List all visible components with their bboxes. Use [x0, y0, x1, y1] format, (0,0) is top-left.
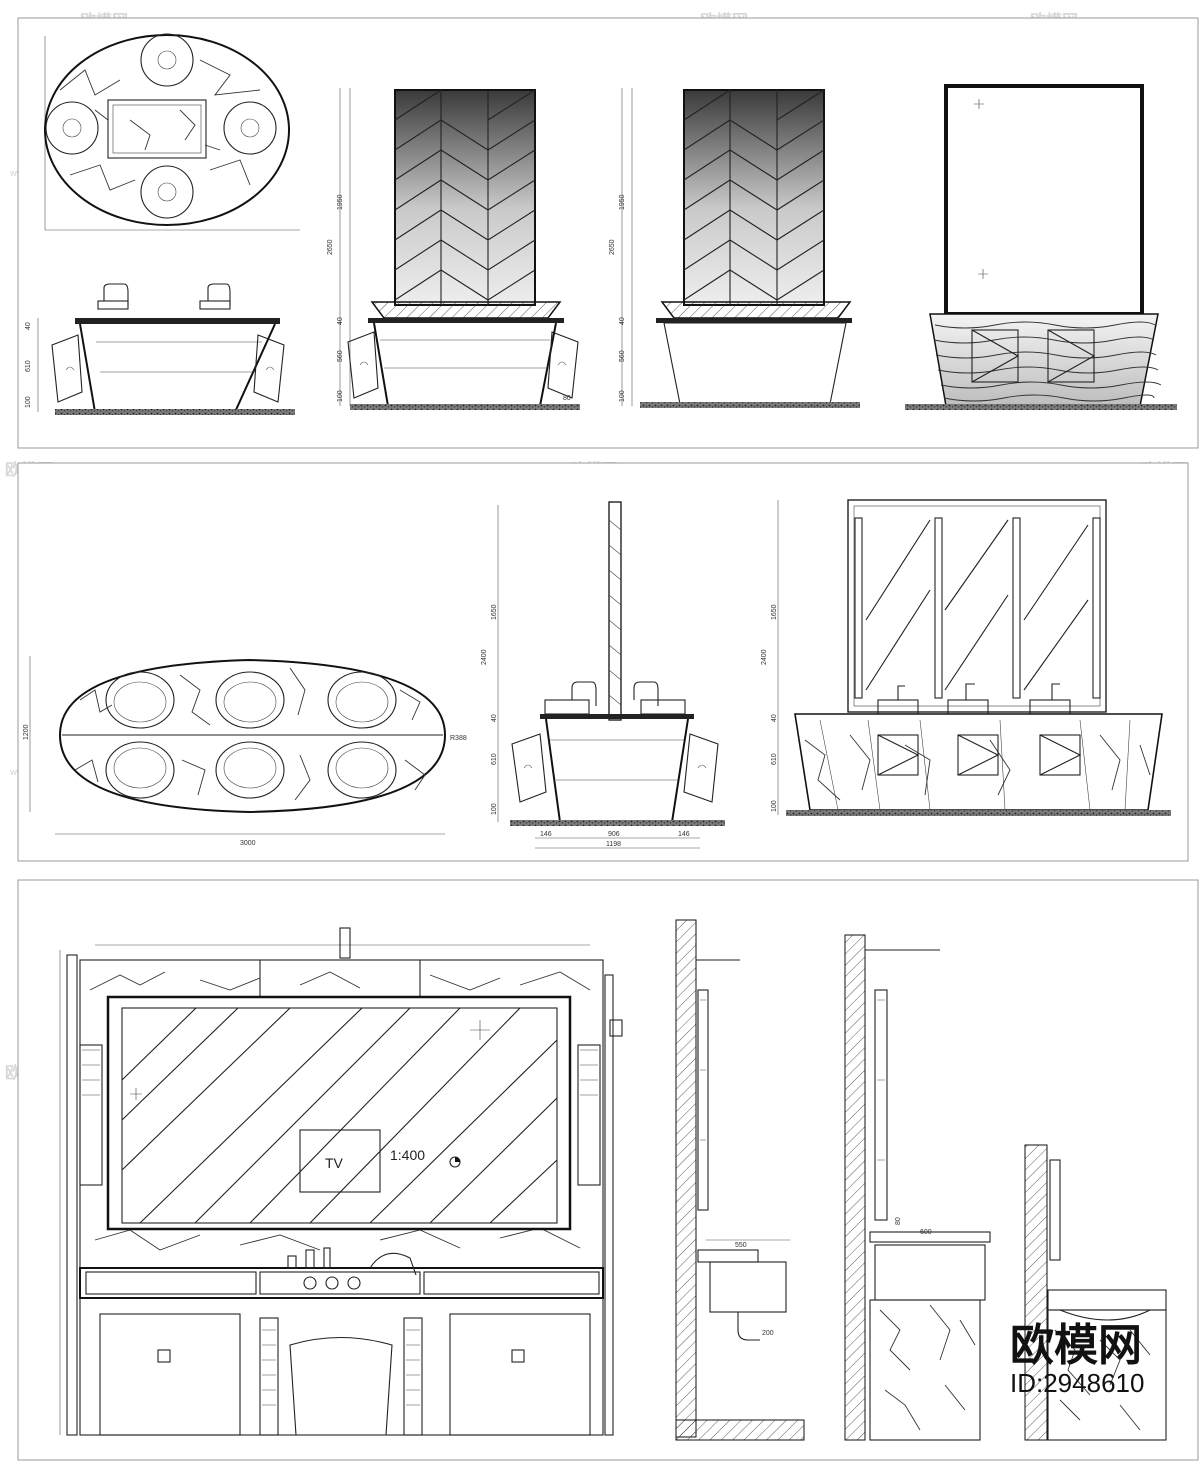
dim-label: 1950: [619, 194, 626, 210]
dim-label: 200: [762, 1330, 774, 1337]
dim-label: 610: [771, 753, 778, 765]
dim-label: 100: [771, 800, 778, 812]
dim-label: 1650: [771, 604, 778, 620]
dim-label: 40: [491, 714, 498, 722]
dim-label: 600: [920, 1229, 932, 1236]
dim-label: 560: [619, 350, 626, 362]
dim-label: 80: [895, 1217, 902, 1225]
dim-label: 1950: [337, 194, 344, 210]
dim-label: 100: [491, 803, 498, 815]
dim-label: 560: [337, 350, 344, 362]
dim-label: 2650: [327, 239, 334, 255]
brand-logo: 欧模网 ID:2948610: [1010, 1320, 1144, 1398]
dim-label: 100: [25, 396, 32, 408]
dim-label: 2650: [609, 239, 616, 255]
dim-label: 1200: [23, 724, 30, 740]
vanity-side-elevation: 1650 2400 40 610 100 146 906 146 1198: [481, 501, 725, 849]
dim-label: 146: [678, 831, 690, 838]
tv-scale-label: 1:400: [390, 1147, 425, 1163]
dim-label: 1198: [606, 841, 621, 848]
vanity-long-elevation: 1650 2400 40 610 100: [761, 499, 1171, 816]
dim-label: 40: [619, 317, 626, 325]
dim-label: 2400: [481, 649, 488, 665]
id-label: ID:2948610: [1010, 1368, 1144, 1398]
vanity-elevation-tapered: 1950 2650 40 560 100: [609, 88, 860, 408]
vanity-elevation-small: 40 610 100: [25, 283, 295, 415]
vanity-elevation-wood: [905, 84, 1177, 410]
vanity-elevation-chevron: 1950 2650 40 560 100 80: [327, 88, 580, 410]
section-detail-c: [1024, 1144, 1167, 1441]
dim-label: 146: [540, 831, 552, 838]
dim-label: 906: [608, 831, 620, 838]
dim-label: 2400: [761, 649, 768, 665]
section-detail-a: 550 200: [675, 919, 805, 1441]
logo-text: 欧模网: [1010, 1320, 1142, 1371]
dim-label: 3000: [240, 840, 256, 847]
dim-label: 40: [337, 317, 344, 325]
bathroom-wall-elevation: TV 1:400: [59, 927, 623, 1436]
dim-label: 80: [563, 395, 571, 402]
dim-label: 610: [25, 360, 32, 372]
dim-label: 100: [619, 390, 626, 402]
dim-label: R388: [450, 735, 467, 742]
tv-label: TV: [325, 1155, 344, 1171]
six-basin-plan: 1200 3000 R388: [23, 656, 467, 847]
dim-label: 1650: [491, 604, 498, 620]
dim-label: 610: [491, 753, 498, 765]
section-detail-b: 600 80: [844, 934, 991, 1441]
oval-plan-view: [44, 33, 300, 231]
dim-label: 550: [735, 1242, 747, 1249]
dim-label: 40: [25, 322, 32, 330]
dim-label: 40: [771, 714, 778, 722]
dim-label: 100: [337, 390, 344, 402]
